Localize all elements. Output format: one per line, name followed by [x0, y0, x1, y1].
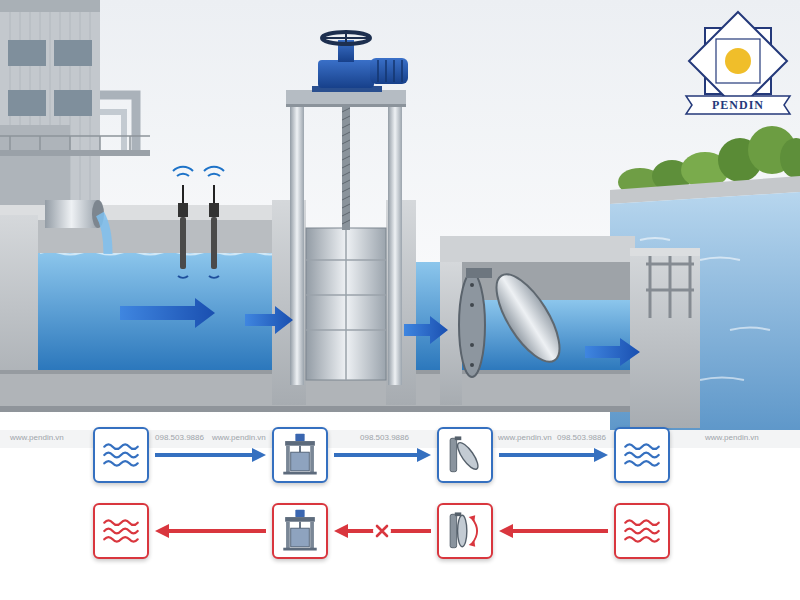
icon-symbol	[274, 505, 326, 557]
icon-box	[272, 503, 328, 559]
flow-arrow	[155, 453, 256, 457]
watermark-text: www.pendin.vn	[212, 433, 266, 443]
flow-arrow	[334, 453, 421, 457]
watermark-text: 098.503.9886	[155, 433, 204, 443]
electric-actuator	[312, 32, 408, 92]
icon-symbol	[95, 429, 147, 481]
icon-symbol	[95, 505, 147, 557]
factory-building	[0, 0, 150, 210]
watermark-text: www.pendin.vn	[705, 433, 759, 443]
flow-arrow	[509, 529, 608, 533]
flow-arrow	[165, 529, 266, 533]
company-logo	[686, 12, 790, 114]
icon-box	[272, 427, 328, 483]
concrete-structure	[0, 200, 700, 428]
logo-text: PENDIN	[696, 97, 780, 113]
icon-box	[614, 503, 670, 559]
sluice-gate	[286, 90, 406, 385]
watermark-text: www.pendin.vn	[498, 433, 552, 443]
flow-arrow	[499, 453, 598, 457]
icon-symbol	[616, 505, 668, 557]
flow-arrows	[120, 298, 640, 366]
icon-box	[437, 503, 493, 559]
outlet-pipe	[45, 200, 108, 254]
icon-symbol	[439, 505, 491, 557]
level-sensor	[173, 167, 224, 278]
watermark-text: www.pendin.vn	[10, 433, 64, 443]
icon-box	[93, 503, 149, 559]
icon-box	[93, 427, 149, 483]
icon-box	[614, 427, 670, 483]
watermark-text: 098.503.9886	[360, 433, 409, 443]
flap-gate	[459, 265, 571, 377]
icon-symbol	[616, 429, 668, 481]
icon-symbol	[439, 429, 491, 481]
watermark-text: 098.503.9886	[557, 433, 606, 443]
river	[610, 176, 800, 440]
icon-box	[437, 427, 493, 483]
icon-symbol	[274, 429, 326, 481]
